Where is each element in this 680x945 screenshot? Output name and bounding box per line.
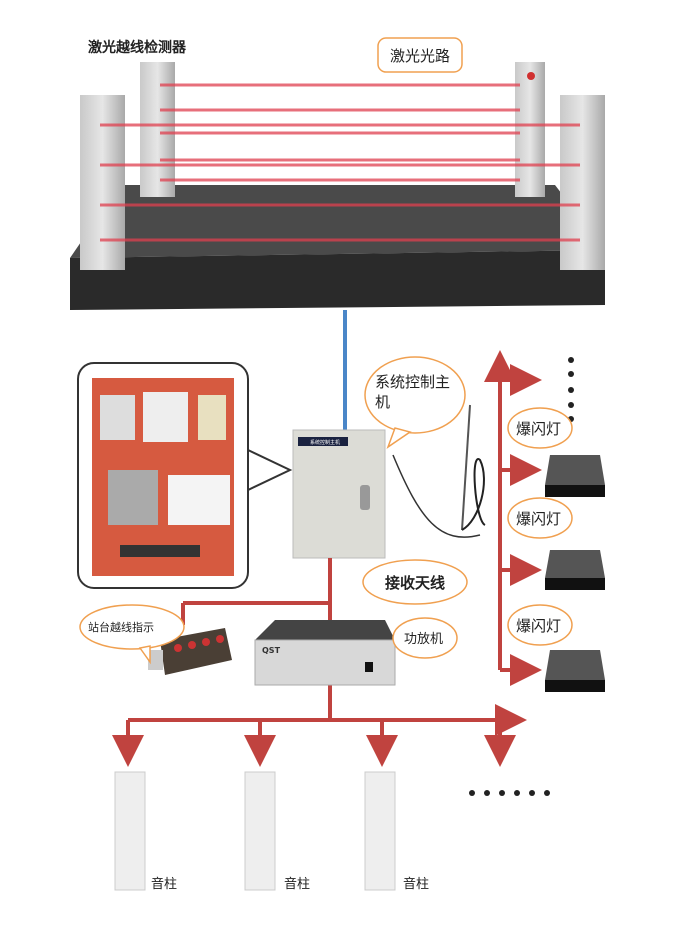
more-strobes-ellipsis xyxy=(568,357,574,422)
wiring xyxy=(112,350,542,767)
svg-text:爆闪灯: 爆闪灯 xyxy=(516,510,561,528)
speaker-column-2: 音柱 xyxy=(244,771,310,892)
svg-text:接收天线: 接收天线 xyxy=(385,574,445,592)
strobe-light-3: 爆闪灯 xyxy=(507,604,605,692)
svg-text:音柱: 音柱 xyxy=(403,876,429,892)
svg-text:音柱: 音柱 xyxy=(151,876,177,892)
controller-interior-photo xyxy=(77,362,293,589)
laser-emitter-icon xyxy=(527,72,535,80)
antenna-callout: 接收天线 xyxy=(362,559,468,605)
svg-text:QST: QST xyxy=(262,646,281,655)
speaker-column-3: 音柱 xyxy=(364,771,429,892)
platform-crossing-indicator: 站台越线指示 xyxy=(79,604,232,675)
svg-text:功放机: 功放机 xyxy=(404,632,443,647)
speaker-column-1: 音柱 xyxy=(114,771,177,892)
controller-callout: 系统控制主机 xyxy=(364,356,466,449)
more-speakers-ellipsis xyxy=(469,790,550,796)
strobe-light-2: 爆闪灯 xyxy=(507,497,605,590)
diagram-title: 激光越线检测器 xyxy=(88,39,187,56)
power-amplifier: QST 功放机 xyxy=(254,617,458,686)
svg-text:系统控制主机: 系统控制主机 xyxy=(310,439,340,446)
svg-text:爆闪灯: 爆闪灯 xyxy=(516,420,561,438)
receiving-antenna xyxy=(392,404,486,538)
svg-text:激光光路: 激光光路 xyxy=(390,47,450,65)
strobe-light-1: 爆闪灯 xyxy=(507,407,605,497)
svg-text:站台越线指示: 站台越线指示 xyxy=(88,620,154,634)
laser-path-callout: 激光光路 xyxy=(377,37,463,73)
laser-beams xyxy=(100,83,580,242)
system-controller-box: 系统控制主机 xyxy=(292,429,386,559)
svg-text:爆闪灯: 爆闪灯 xyxy=(516,617,561,635)
svg-text:音柱: 音柱 xyxy=(284,876,310,892)
